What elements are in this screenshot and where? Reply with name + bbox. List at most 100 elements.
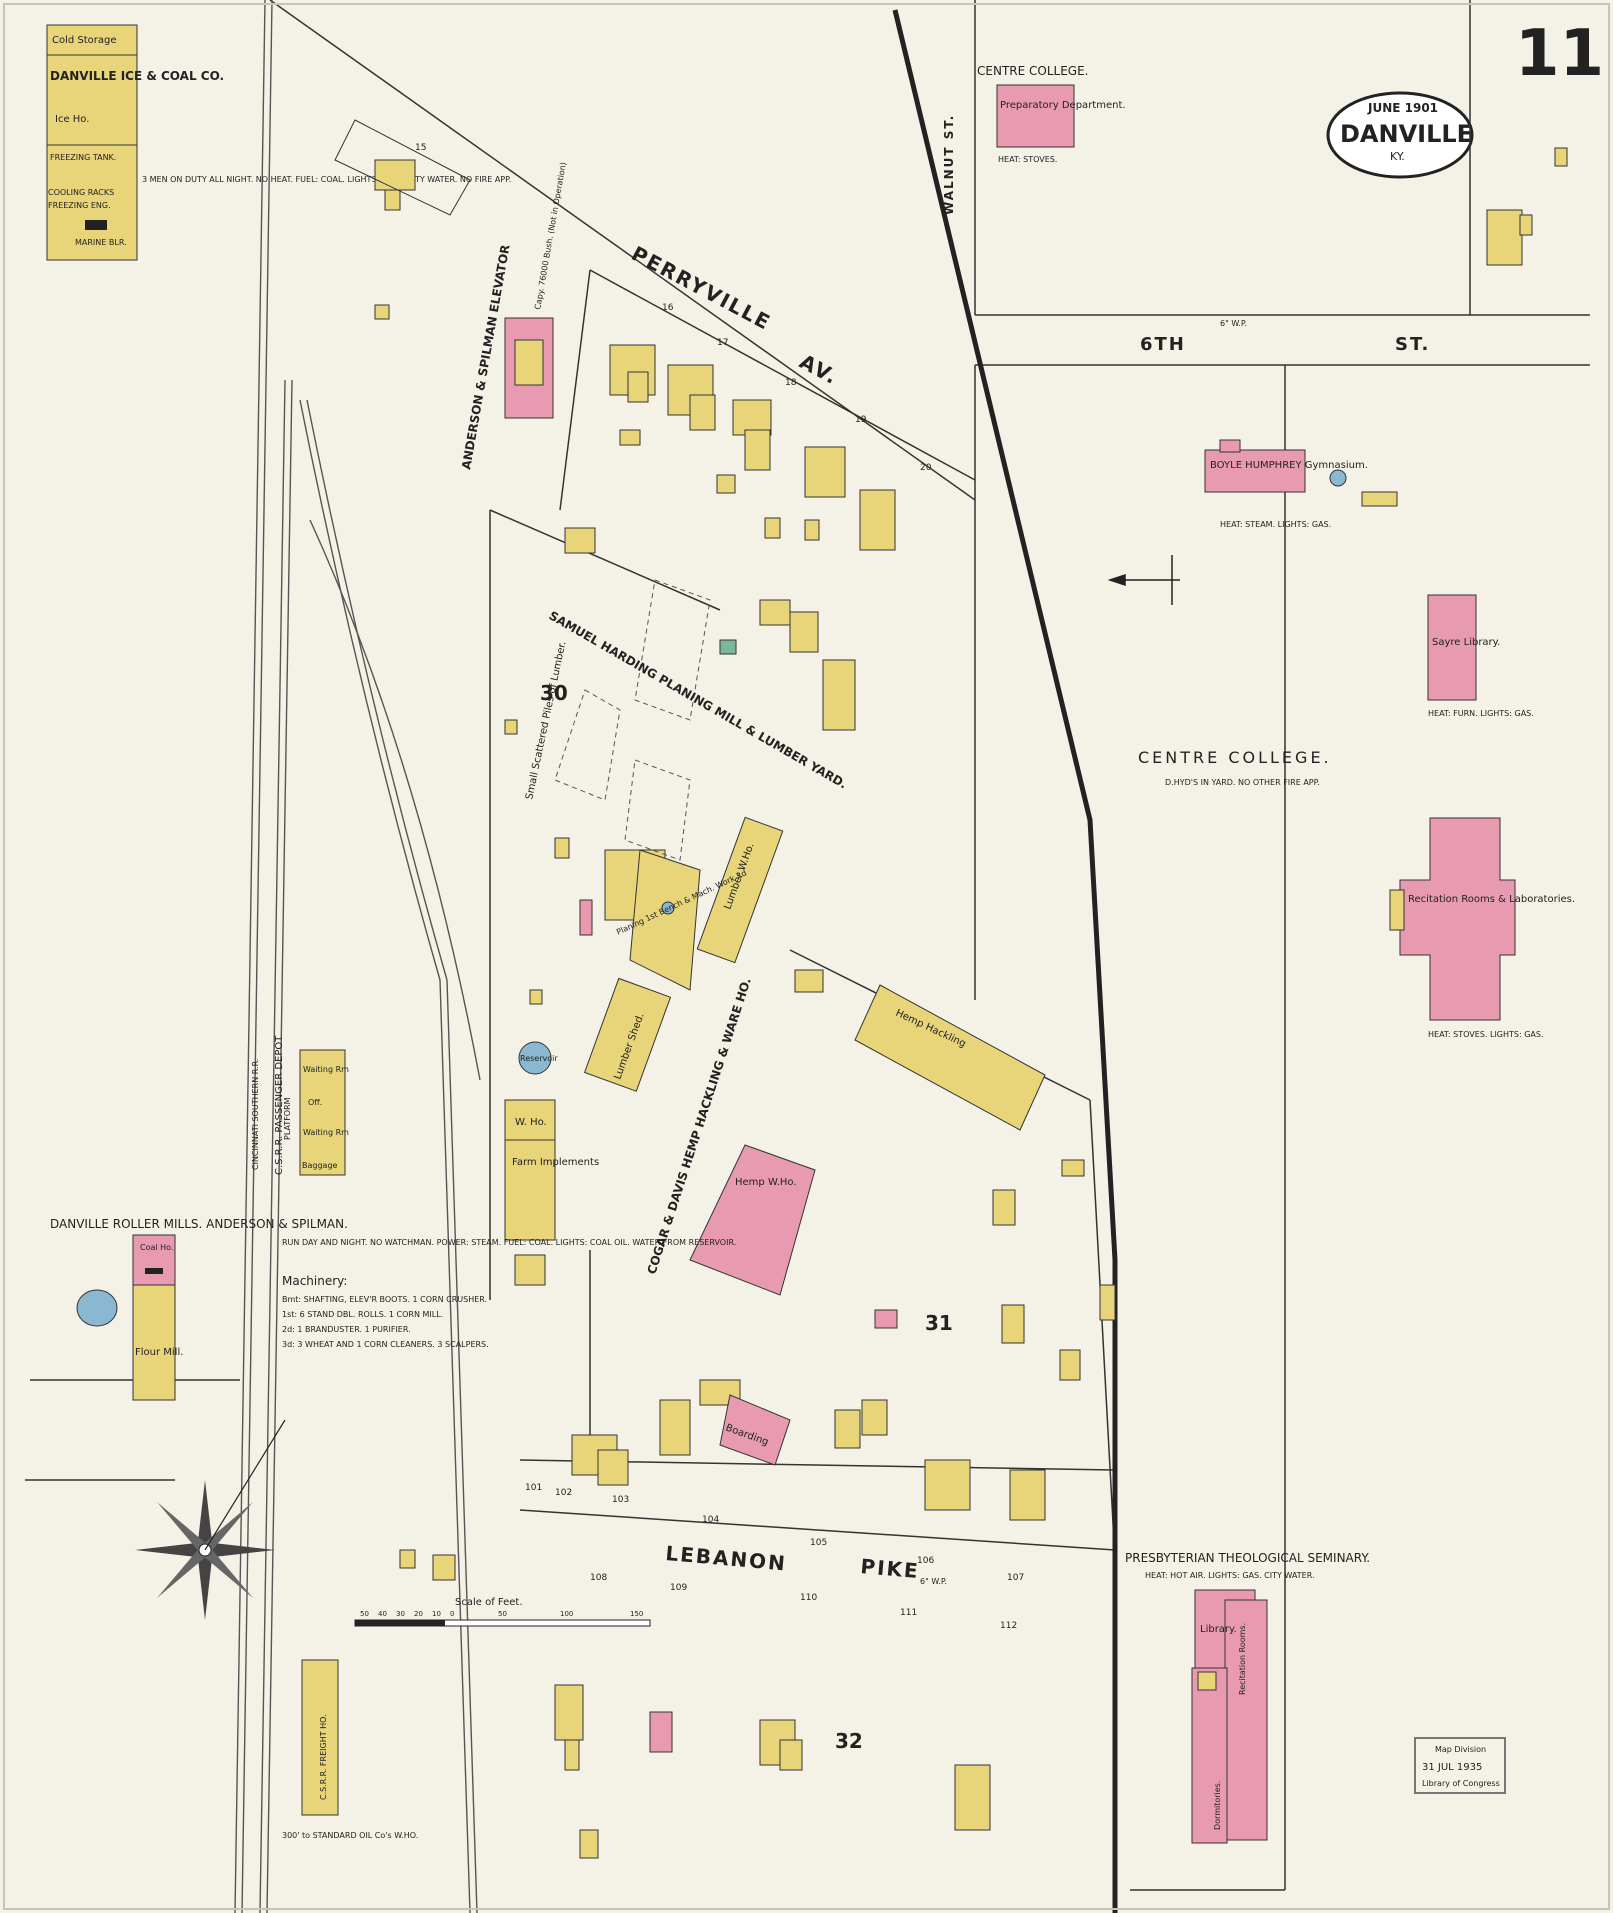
gym-heat: HEAT: STEAM. LIGHTS: GAS. [1220, 520, 1331, 529]
lot-number: 110 [800, 1593, 817, 1603]
depot-waiting2: Waiting Rm [303, 1128, 349, 1137]
scale-label: Scale of Feet. [455, 1597, 523, 1608]
sheet-number: 11 [1515, 17, 1604, 91]
scale-tick: 20 [414, 1610, 423, 1618]
sheet-city: DANVILLE [1340, 120, 1473, 148]
freight-house-label: C.S.R.R. FREIGHT HO. [319, 1714, 328, 1800]
street-6th: 6TH [1140, 334, 1186, 355]
lot-number: 111 [900, 1608, 917, 1618]
harding-planing-mill [504, 639, 784, 1092]
ice-house-label: Ice Ho. [55, 114, 89, 125]
centre-college-label: CENTRE COLLEGE. [977, 64, 1088, 78]
prep-dept-label: Preparatory Department. [1000, 100, 1126, 111]
farm-implements-building: W. Ho. Farm Implements [504, 1099, 599, 1286]
recitation-heat: HEAT: STOVES. LIGHTS: GAS. [1428, 1030, 1544, 1039]
street-lebanon-pike: PIKE [860, 1554, 921, 1583]
hemp-wh-label: Hemp W.Ho. [735, 1177, 797, 1188]
scale-tick: 40 [378, 1610, 387, 1618]
flour-mill-label: Flour Mill. [135, 1347, 183, 1358]
centre-college-main-label: CENTRE COLLEGE. [1138, 748, 1332, 767]
perryville-houses [374, 159, 896, 731]
centre-college-prep: CENTRE COLLEGE. Preparatory Department. … [977, 64, 1126, 164]
marine-blr-label: MARINE BLR. [75, 238, 127, 247]
cold-storage-label: Cold Storage [52, 35, 117, 46]
prep-heat: HEAT: STOVES. [998, 155, 1057, 164]
lot-number: 19 [855, 415, 867, 425]
block-31: 31 [925, 1311, 953, 1335]
freight-house: C.S.R.R. FREIGHT HO. 300' to STANDARD OI… [282, 1659, 418, 1840]
sheet-state: KY. [1390, 150, 1405, 163]
reservoir-label: Reservoir [520, 1054, 558, 1063]
dormitories-label: Dormitories. [1213, 1781, 1222, 1830]
library-label: Library. [1200, 1624, 1237, 1635]
scale-tick: 50 [498, 1610, 507, 1618]
street-6th-st: ST. [1395, 334, 1430, 355]
sheet-date: JUNE 1901 [1367, 101, 1438, 115]
lot-number: 106 [917, 1556, 934, 1566]
danville-ice-label: DANVILLE ICE & COAL CO. [50, 69, 224, 83]
sayre-label: Sayre Library. [1432, 637, 1500, 648]
scale-tick: 50 [360, 1610, 369, 1618]
block-32: 32 [835, 1729, 863, 1753]
oil-note: 300' to STANDARD OIL Co's W.HO. [282, 1831, 418, 1840]
water-main-1: 6" W.P. [1220, 319, 1247, 328]
depot-waiting1: Waiting Rm [303, 1065, 349, 1074]
street-walnut: WALNUT ST. [942, 114, 956, 215]
water-main-2: 6" W.P. [920, 1577, 947, 1586]
depot-baggage: Baggage [302, 1161, 338, 1170]
farm-impl-label: Farm Implements [512, 1157, 599, 1168]
recitation-label: Recitation Rooms & Laboratories. [1408, 894, 1575, 905]
depot-platform: PLATFORM [283, 1097, 292, 1140]
lot-number: 108 [590, 1573, 607, 1583]
gym-label: BOYLE HUMPHREY Gymnasium. [1210, 460, 1368, 471]
lot-number: 103 [612, 1495, 629, 1505]
block-30: 30 [540, 681, 568, 705]
lot-number: 20 [920, 463, 932, 473]
title-ellipse [1326, 91, 1474, 179]
lot-number: 18 [785, 378, 797, 388]
railroad-tracks [234, 0, 481, 1913]
reservoir [518, 1041, 552, 1075]
sayre-library: Sayre Library. HEAT: FURN. LIGHTS: GAS. [1427, 594, 1534, 718]
depot-off: Off. [308, 1098, 322, 1107]
mach3: 2d: 1 BRANDUSTER. 1 PURIFIER. [282, 1325, 411, 1334]
seminary: PRESBYTERIAN THEOLOGICAL SEMINARY. HEAT:… [1125, 1551, 1370, 1844]
lot-number: 107 [1007, 1573, 1024, 1583]
block-32-brick-house [649, 1711, 673, 1753]
boarding-house: Boarding [719, 1309, 898, 1466]
gymnasium: BOYLE HUMPHREY Gymnasium. HEAT: STEAM. L… [1204, 439, 1398, 529]
scale-tick: 0 [450, 1610, 454, 1618]
stamp-line3: Library of Congress [1422, 1779, 1500, 1788]
coal-ho-label: Coal Ho. [140, 1243, 173, 1252]
lot-number: 109 [670, 1583, 687, 1593]
stamp-line1: Map Division [1435, 1745, 1486, 1754]
freezing-tank-label: FREEZING TANK. [50, 153, 116, 162]
library-stamp: Map Division 31 JUL 1935 Library of Cong… [1414, 1737, 1506, 1794]
cogar-davis-hemp [689, 969, 1046, 1296]
seminary-notes: HEAT: HOT AIR. LIGHTS: GAS. CITY WATER. [1145, 1571, 1315, 1580]
block-32-houses [554, 1684, 991, 1859]
scale-tick: 150 [630, 1610, 643, 1618]
college-note: D.HYD'S IN YARD. NO OTHER FIRE APP. [1165, 778, 1320, 787]
passenger-depot-label: C.S.R.R. PASSENGER DEPOT [274, 1035, 285, 1175]
sheet-border [3, 3, 1610, 1910]
ice-notes: 3 MEN ON DUTY ALL NIGHT. NO HEAT. FUEL: … [142, 175, 511, 184]
lumber-pile-outlines [554, 579, 711, 861]
roller-mills: DANVILLE ROLLER MILLS. ANDERSON & SPILMA… [50, 1217, 736, 1401]
scale-tick: 30 [396, 1610, 405, 1618]
lot-number: 112 [1000, 1621, 1017, 1631]
stamp-line2: 31 JUL 1935 [1422, 1762, 1482, 1773]
passenger-depot: Waiting Rm Off. Waiting Rm Baggage PLATF… [283, 1049, 349, 1176]
scale-tick: 100 [560, 1610, 573, 1618]
seminary-label: PRESBYTERIAN THEOLOGICAL SEMINARY. [1125, 1551, 1370, 1565]
mill-notes: RUN DAY AND NIGHT. NO WATCHMAN. POWER: S… [282, 1238, 736, 1247]
danville-ice-coal-co: Cold Storage DANVILLE ICE & COAL CO. Ice… [46, 24, 224, 261]
mach2: 1st: 6 STAND DBL. ROLLS. 1 CORN MILL. [282, 1310, 443, 1319]
mach4: 3d: 3 WHEAT AND 1 CORN CLEANERS. 3 SCALP… [282, 1340, 489, 1349]
walnut-street-line [892, 9, 1118, 1913]
lot-number: 16 [662, 303, 674, 313]
